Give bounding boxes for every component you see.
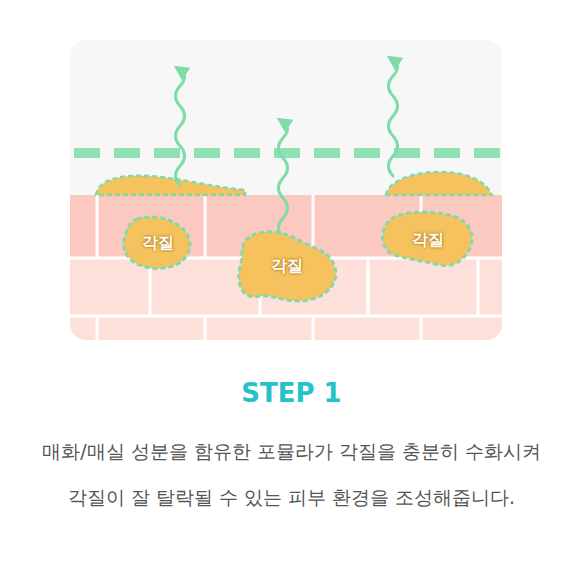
blob-outline bbox=[124, 217, 190, 269]
step-title: STEP 1 bbox=[0, 378, 583, 408]
surface-flake bbox=[96, 176, 245, 195]
air-ground bbox=[70, 40, 502, 340]
blob-label: 각질 bbox=[142, 233, 174, 254]
surface-flake bbox=[386, 172, 492, 195]
wavy-arrows bbox=[176, 60, 398, 238]
skin-bricks bbox=[70, 195, 502, 340]
keratin-blob: 각질 bbox=[382, 211, 474, 269]
caption-text: 매화/매실 성분을 함유한 포뮬라가 각질을 충분히 수화시켜 각질이 잘 탈락… bbox=[22, 428, 561, 520]
blob-outline bbox=[383, 212, 473, 265]
blob-label: 각질 bbox=[271, 256, 303, 277]
blob-outline bbox=[239, 232, 336, 301]
keratin-blob: 각질 bbox=[238, 228, 336, 304]
barrier-line bbox=[74, 148, 500, 158]
keratin-blob: 각질 bbox=[122, 215, 194, 271]
blob-label: 각질 bbox=[412, 230, 444, 251]
